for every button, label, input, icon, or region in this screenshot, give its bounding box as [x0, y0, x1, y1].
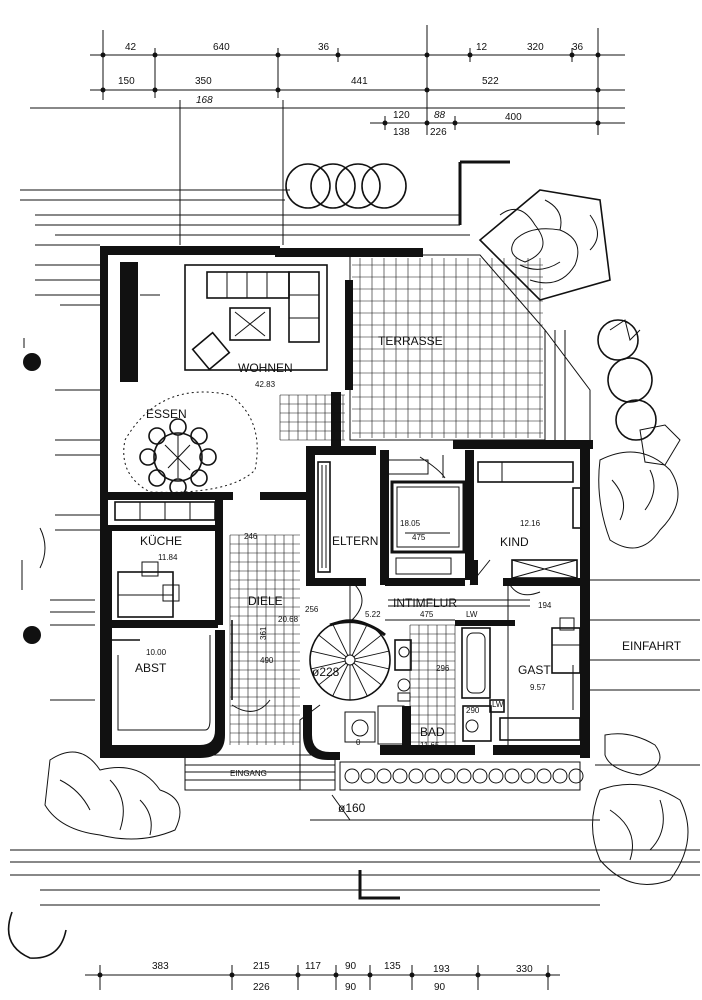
tree-rings — [285, 163, 657, 441]
dim-top3-sub2: 226 — [430, 127, 447, 138]
dim-lw: LW — [466, 610, 478, 619]
room-abst-area: 10.00 — [146, 648, 167, 657]
dim-top3-1: 120 — [393, 110, 410, 121]
parents-furniture — [317, 459, 466, 575]
room-einfahrt: EINFAHRT — [622, 639, 682, 653]
room-terrasse: TERRASSE — [378, 334, 443, 348]
dim-top3-sub3: 400 — [505, 112, 522, 123]
planter-row — [339, 761, 584, 791]
dim-top-3: 36 — [318, 42, 330, 53]
kitchen-furniture — [114, 501, 216, 618]
dim-top2-3: 441 — [351, 76, 368, 87]
flur-width: 475 — [420, 610, 434, 619]
shrubs — [44, 189, 689, 885]
room-labels: WOHNEN 42.83 TERRASSE ESSEN KÜCHE 11.84 … — [135, 334, 682, 778]
dim-top-2: 640 — [213, 42, 230, 53]
dim-290: 290 — [466, 706, 480, 715]
dim-top-1: 42 — [125, 42, 137, 53]
room-essen: ESSEN — [146, 407, 187, 421]
dim-top2-4: 522 — [482, 76, 499, 87]
room-eltern-area: 18.05 — [400, 519, 421, 528]
dining-table — [123, 391, 258, 496]
abst-wall — [100, 630, 225, 758]
site-lines — [10, 189, 700, 906]
interior-lines — [110, 455, 541, 745]
hall-tiles — [229, 394, 456, 745]
dim-bottom-4: 90 — [345, 961, 357, 972]
dim-top3-sub1: 138 — [393, 127, 410, 138]
room-kueche: KÜCHE — [140, 534, 182, 548]
bed-width: 475 — [412, 533, 426, 542]
entry-diameter: ø160 — [338, 801, 366, 815]
room-eingang: EINGANG — [230, 769, 267, 778]
annotations: ø228 ø160 194 246 256 490 361 LW LW 290 … — [244, 532, 552, 815]
living-furniture — [140, 264, 328, 371]
room-diele: DIELE — [248, 594, 283, 608]
dim-top2-sub: 168 — [196, 95, 213, 106]
room-eltern: ELTERN — [332, 534, 378, 548]
room-bad: BAD — [420, 725, 445, 739]
child-furniture — [477, 461, 582, 579]
dim-361: 361 — [259, 626, 268, 640]
terrace-tiling — [349, 254, 591, 445]
dim-bottom-7: 330 — [516, 964, 533, 975]
room-kind: KIND — [500, 535, 529, 549]
room-diele-area: 20.68 — [278, 615, 299, 624]
dim-top2-2: 350 — [195, 76, 212, 87]
dim-lw2: LW — [492, 700, 504, 709]
room-abst: ABST — [135, 661, 167, 675]
room-kueche-area: 11.84 — [158, 553, 178, 562]
dim-296: 296 — [436, 664, 450, 673]
dim-0: 0 — [356, 738, 361, 747]
dim-bottom2-3: 90 — [434, 982, 446, 993]
dim-256: 256 — [305, 605, 319, 614]
dim-top-5: 320 — [527, 42, 544, 53]
dim-top-4: 12 — [476, 42, 488, 53]
room-bad-area: 11.65 — [420, 741, 440, 750]
top-dimension-lines: 42 640 36 12 320 36 150 350 441 522 168 … — [30, 25, 625, 245]
dim-bottom-5: 135 — [384, 961, 401, 972]
dim-bottom-1: 383 — [152, 961, 169, 972]
dim-top3-2: 88 — [434, 110, 446, 121]
room-kind-area: 12.16 — [520, 519, 541, 528]
dim-490: 490 — [260, 656, 274, 665]
guest-furniture — [499, 617, 581, 741]
room-gast-area: 9.57 — [530, 683, 546, 692]
stair-diameter: ø228 — [312, 665, 340, 679]
dim-246: 246 — [244, 532, 258, 541]
room-wohnen: WOHNEN — [238, 361, 293, 375]
room-gast: GAST — [518, 663, 551, 677]
exterior-walls — [100, 246, 593, 758]
dim-bottom2-2: 90 — [345, 982, 357, 993]
dim-top2-1: 150 — [118, 76, 135, 87]
dim-bottom-2: 215 — [253, 961, 270, 972]
bath-fixtures — [344, 627, 492, 745]
entrance — [184, 704, 351, 821]
corner-marks — [7, 160, 510, 959]
dim-bottom2-1: 226 — [253, 982, 270, 993]
dim-top-6: 36 — [572, 42, 584, 53]
dim-194: 194 — [538, 601, 552, 610]
bottom-dimension-lines: 383 215 117 90 135 193 330 226 90 90 — [85, 961, 560, 993]
stair-wall — [303, 705, 340, 760]
room-intimflur: INTIMFLUR — [393, 596, 457, 610]
dim-bottom-6: 193 — [433, 964, 450, 975]
spiral-stair — [309, 619, 391, 701]
room-intimflur-area: 5.22 — [365, 610, 381, 619]
room-wohnen-area: 42.83 — [255, 380, 276, 389]
dim-bottom-3: 117 — [305, 961, 321, 972]
